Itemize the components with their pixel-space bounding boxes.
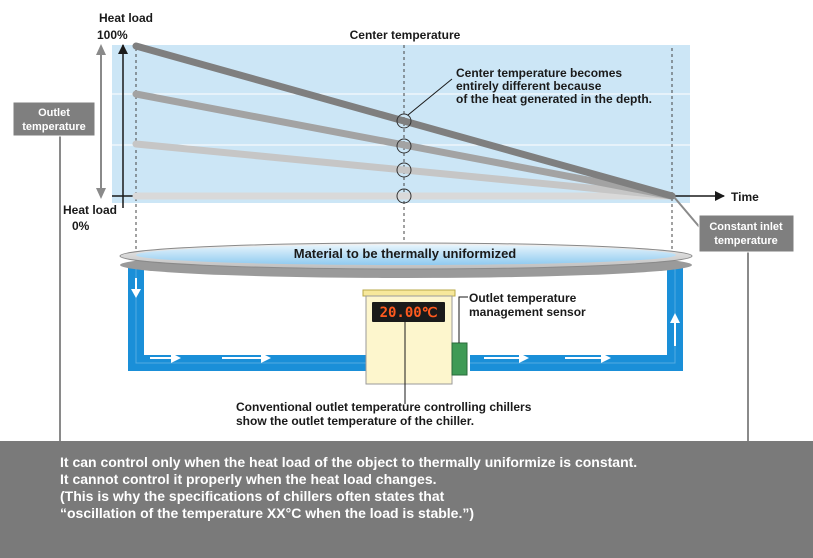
constant-inlet-tag: Constant inlet temperature	[673, 196, 795, 441]
center-marker	[396, 188, 412, 204]
sensor-label: Outlet temperature management sensor	[469, 291, 586, 319]
svg-text:entirely different because: entirely different because	[456, 79, 602, 93]
center-marker	[396, 113, 412, 129]
flow-arrows	[131, 250, 680, 363]
temperature-line-load-100	[132, 42, 676, 200]
svg-text:Outlet temperature: Outlet temperature	[469, 291, 577, 305]
footer-line: It can control only when the heat load o…	[60, 454, 638, 470]
sensor-pointer	[458, 296, 468, 343]
svg-text:temperature: temperature	[22, 121, 86, 133]
temperature-display	[372, 302, 445, 322]
heat-load-title: Heat load	[99, 11, 153, 25]
svg-text:of the heat generated in the d: of the heat generated in the depth.	[456, 92, 652, 106]
temperature-display-value: 20.00℃	[380, 305, 438, 321]
footer-line: (This is why the specifications of chill…	[60, 488, 445, 504]
footer-line: It cannot control it properly when the h…	[60, 471, 437, 487]
heat-load-arrow	[96, 44, 106, 199]
svg-text:show the outlet temperature of: show the outlet temperature of the chill…	[236, 414, 474, 428]
heat-load-0-label: 0%	[72, 219, 90, 233]
svg-text:management sensor: management sensor	[469, 305, 586, 319]
svg-text:Conventional outlet temperatur: Conventional outlet temperature controll…	[236, 400, 532, 414]
outlet-sensor	[451, 342, 468, 376]
chiller-unit: 20.00℃	[362, 289, 456, 404]
center-temperature-label: Center temperature	[350, 28, 461, 42]
heat-load-100-label: 100%	[97, 28, 128, 42]
time-label: Time	[731, 190, 759, 204]
footer-note: It can control only when the heat load o…	[0, 441, 813, 558]
temperature-line-load-low	[132, 140, 676, 200]
chiller-caption: Conventional outlet temperature controll…	[236, 400, 532, 428]
cooling-diagram: Heat load 100% Heat load 0% Center tempe…	[12, 11, 795, 441]
center-note: Center temperature becomes entirely diff…	[456, 66, 652, 106]
heat-load-bottom-title: Heat load	[63, 203, 117, 217]
outlet-temperature-tag: Outlet temperature	[12, 101, 96, 441]
material-label: Material to be thermally uniformized	[294, 246, 517, 261]
center-marker	[396, 138, 412, 154]
svg-text:temperature: temperature	[714, 235, 778, 247]
center-temperature-markers	[396, 113, 412, 204]
footer-line: “oscillation of the temperature XX°C whe…	[60, 505, 475, 521]
svg-text:Outlet: Outlet	[38, 107, 70, 119]
center-note-pointer	[407, 78, 453, 116]
material-plate	[119, 242, 693, 278]
center-marker	[396, 162, 412, 178]
svg-text:Constant inlet: Constant inlet	[709, 221, 783, 233]
svg-text:Center temperature becomes: Center temperature becomes	[456, 66, 622, 80]
temperature-lines	[132, 42, 676, 200]
temperature-line-load-mid	[132, 90, 676, 200]
